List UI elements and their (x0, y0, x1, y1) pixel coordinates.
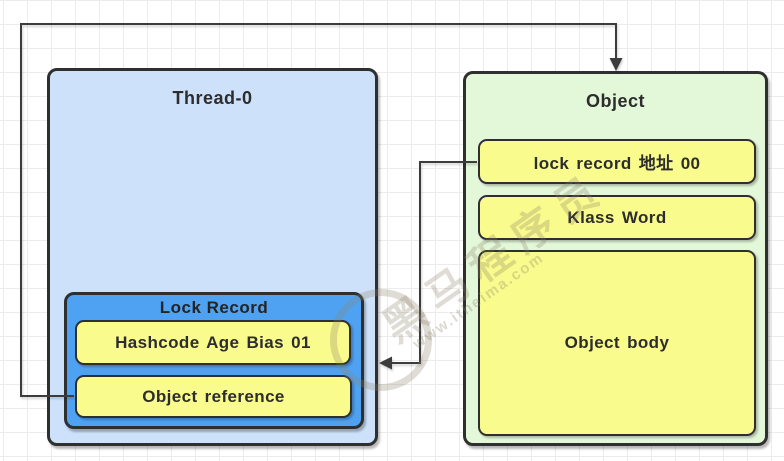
lock-record-title: Lock Record (159, 298, 269, 317)
object-reference-label: Object reference (142, 386, 285, 406)
lock-record-address-label: lock record 地址 00 (533, 154, 701, 173)
hashcode-age-bias-label: Hashcode Age Bias 01 (115, 332, 311, 352)
klass-word-cell: Klass Word (478, 195, 756, 240)
object-title: Object (585, 91, 645, 111)
arrowhead-left-icon (379, 356, 392, 370)
lock-record-address-cell: lock record 地址 00 (478, 139, 756, 184)
hashcode-age-bias-cell: Hashcode Age Bias 01 (75, 320, 351, 365)
object-body-cell: Object body (478, 250, 756, 436)
klass-word-label: Klass Word (567, 207, 667, 227)
object-reference-cell: Object reference (75, 375, 352, 418)
thread-0-title: Thread-0 (172, 88, 253, 108)
arrowhead-down-icon (609, 58, 623, 71)
object-body-label: Object body (564, 333, 670, 352)
